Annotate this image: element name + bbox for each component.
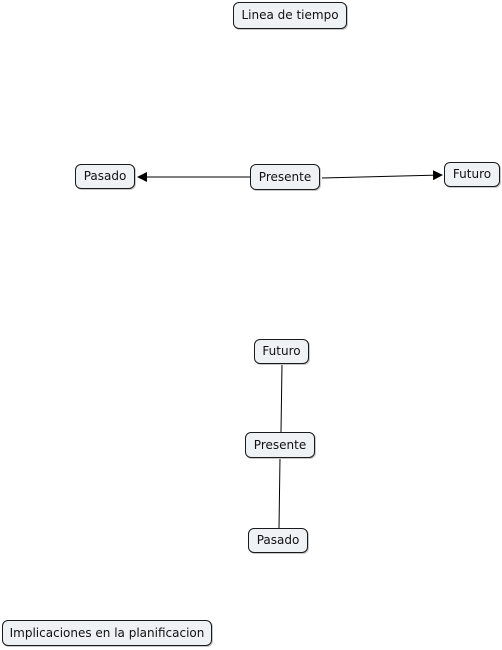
node-futuro-horizontal[interactable]: Futuro: [444, 162, 500, 187]
node-presente-vertical[interactable]: Presente: [245, 432, 315, 458]
line-future-to-present: [280, 363, 283, 433]
node-title[interactable]: Linea de tiempo: [233, 2, 347, 29]
line-present-to-past: [278, 457, 281, 529]
node-presente-horizontal[interactable]: Presente: [250, 164, 320, 190]
arrow-present-to-future: [321, 170, 443, 181]
node-pasado-horizontal[interactable]: Pasado: [75, 164, 135, 189]
node-futuro-vertical[interactable]: Futuro: [254, 339, 309, 364]
node-implicaciones[interactable]: Implicaciones en la planificacion: [2, 620, 212, 646]
node-pasado-vertical[interactable]: Pasado: [248, 528, 308, 553]
